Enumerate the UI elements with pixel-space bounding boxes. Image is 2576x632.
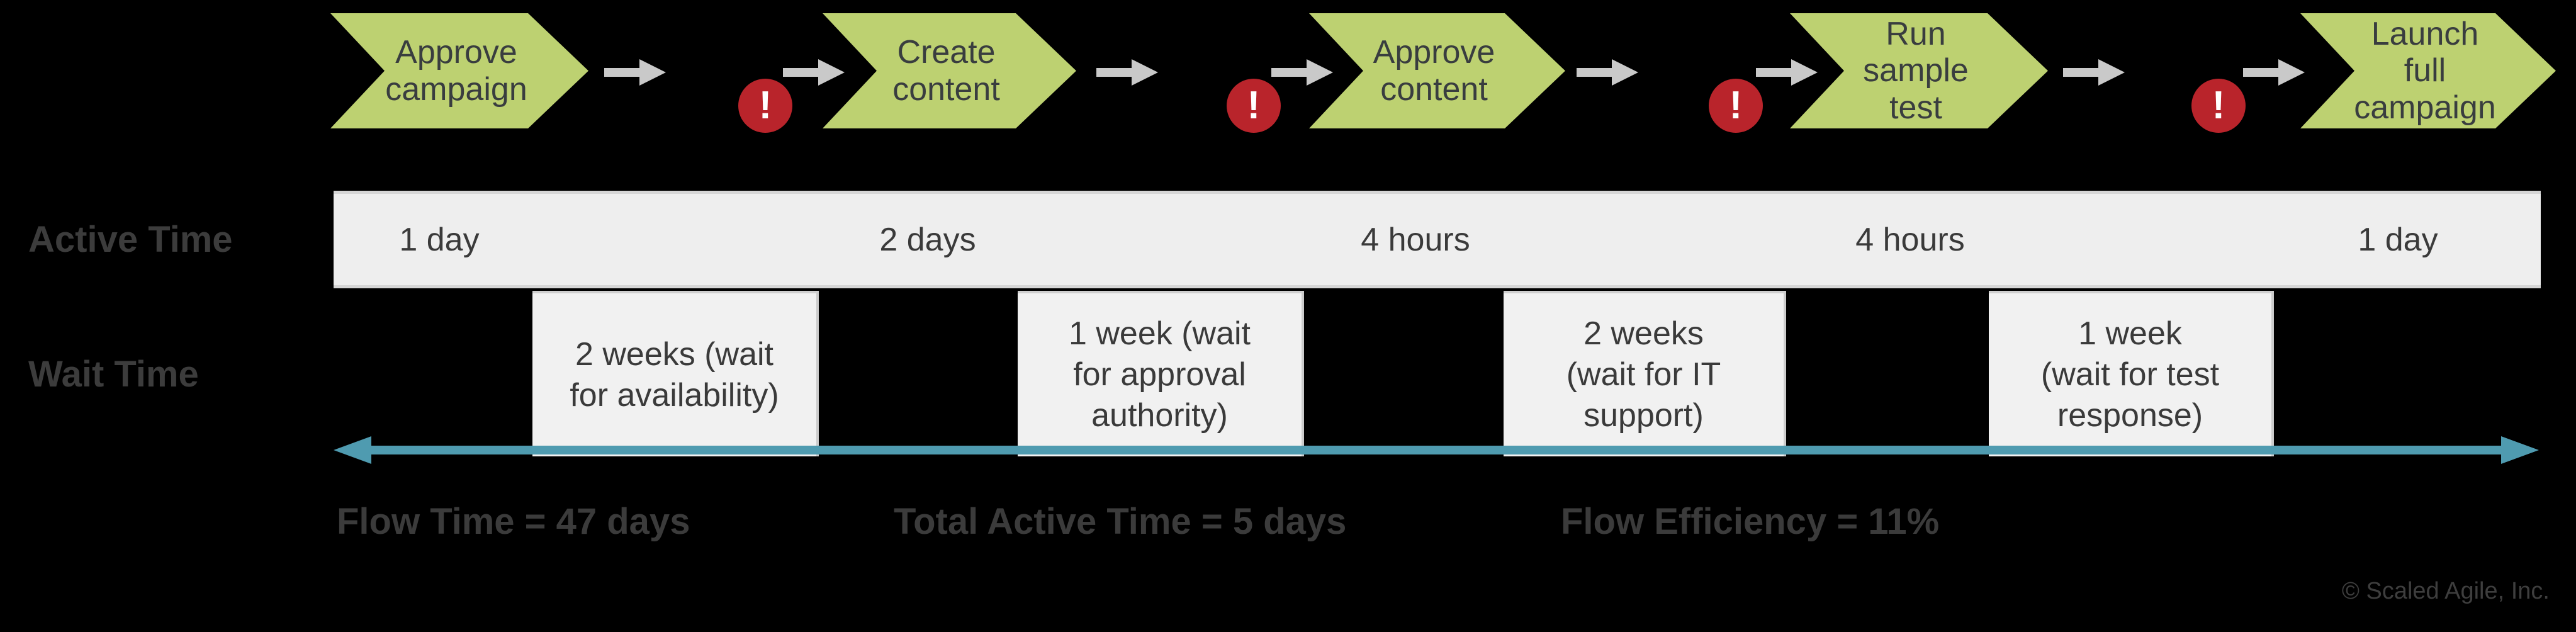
step-launch-full-campaign: Launch full campaign	[2300, 13, 2556, 128]
connector-arrow-icon	[2243, 59, 2305, 86]
blocker-exclamation-icon: !	[1227, 79, 1281, 133]
active-segment-duration: 4 hours	[1855, 221, 1965, 258]
active-segment-duration: 2 days	[879, 221, 976, 258]
step-approve-content: Approve content	[1309, 13, 1565, 128]
wait-segment-test-response: 1 week (wait for test response)	[1989, 291, 2274, 456]
blocker-exclamation-icon: !	[738, 79, 792, 133]
step-create-content: Create content	[823, 13, 1076, 128]
active-time-row-label: Active Time	[28, 219, 233, 260]
copyright-notice: © Scaled Agile, Inc.	[2341, 578, 2550, 604]
step-run-sample-test: Run sample test	[1790, 13, 2048, 128]
connector-arrow-icon	[783, 59, 845, 86]
wait-segment-availability: 2 weeks (wait for availability)	[532, 291, 819, 456]
wait-segment-it-support: 2 weeks (wait for IT support)	[1504, 291, 1786, 456]
flow-time-metric: Flow Time = 47 days	[337, 501, 690, 542]
connector-arrow-icon	[1756, 59, 1818, 86]
flow-time-span-arrow	[331, 434, 2541, 466]
active-segment-duration: 1 day	[2358, 221, 2438, 258]
connector-arrow-icon	[2063, 59, 2125, 86]
total-active-time-metric: Total Active Time = 5 days	[894, 501, 1347, 542]
wait-time-row-label: Wait Time	[28, 354, 199, 395]
connector-arrow-icon	[1577, 59, 1638, 86]
flow-efficiency-metric: Flow Efficiency = 11%	[1561, 501, 1940, 542]
blocker-exclamation-icon: !	[1709, 79, 1763, 133]
wait-segment-approval-authority: 1 week (wait for approval authority)	[1018, 291, 1304, 456]
step-approve-campaign: Approve campaign	[330, 13, 588, 128]
active-segment-duration: 4 hours	[1361, 221, 1470, 258]
active-segment-duration: 1 day	[399, 221, 480, 258]
connector-arrow-icon	[604, 59, 666, 86]
blocker-exclamation-icon: !	[2191, 79, 2246, 133]
connector-arrow-icon	[1271, 59, 1333, 86]
connector-arrow-icon	[1096, 59, 1158, 86]
active-time-bar: 1 day 2 days 4 hours 4 hours 1 day	[334, 191, 2541, 288]
